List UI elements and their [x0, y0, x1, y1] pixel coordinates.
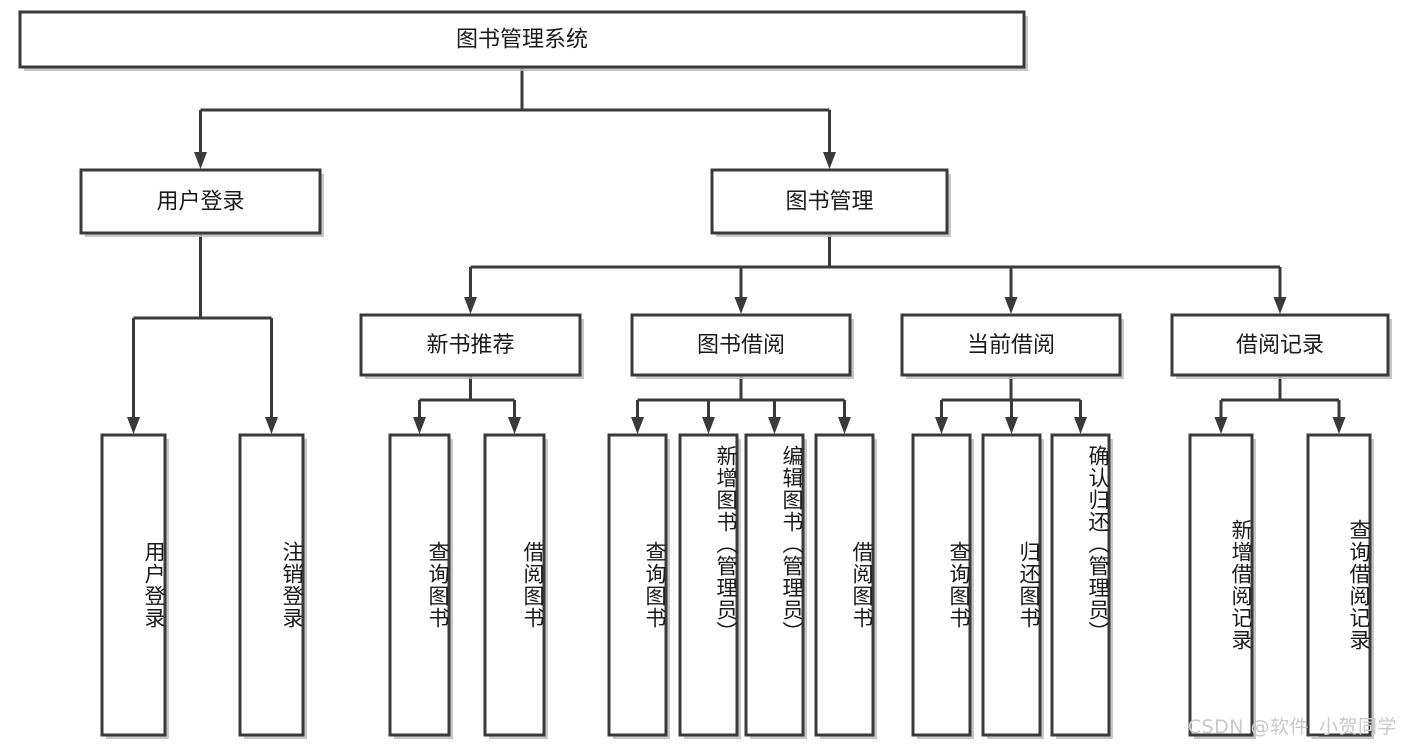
node-box-leaf-return-book[interactable]	[981, 433, 1042, 737]
arrow-head-icon	[413, 417, 426, 434]
node-label-book-manage: 图书管理	[785, 190, 873, 215]
box-layer	[18, 10, 1392, 739]
arrow-head-icon	[127, 417, 140, 434]
arrow-head-icon	[1074, 417, 1087, 434]
arrow-head-icon	[464, 297, 477, 314]
node-box-book-manage[interactable]	[710, 168, 949, 235]
arrow-head-icon	[702, 417, 715, 434]
arrow-head-icon	[768, 417, 781, 434]
arrow-head-icon	[823, 152, 836, 169]
node-box-leaf-query-book-3[interactable]	[911, 433, 972, 737]
arrow-head-icon	[631, 417, 644, 434]
node-box-leaf-borrow-book-1[interactable]	[483, 433, 546, 737]
node-box-leaf-add-book[interactable]	[678, 433, 739, 737]
arrow-head-icon	[508, 417, 521, 434]
arrow-head-icon	[838, 417, 851, 434]
arrow-head-icon	[1004, 297, 1018, 314]
arrow-head-icon	[734, 297, 748, 314]
node-label-root: 图书管理系统	[456, 28, 588, 53]
node-box-leaf-user-login[interactable]	[100, 433, 167, 737]
node-box-root[interactable]	[18, 10, 1026, 69]
arrow-head-icon	[1332, 417, 1346, 434]
node-box-borrow-record[interactable]	[1170, 313, 1390, 377]
node-label-new-book-rec: 新书推荐	[426, 333, 514, 358]
node-box-leaf-query-record[interactable]	[1306, 433, 1372, 737]
node-label-user-login: 用户登录	[156, 190, 244, 215]
node-box-leaf-logout[interactable]	[238, 433, 305, 737]
arrow-head-icon	[935, 417, 948, 434]
arrow-head-icon	[194, 152, 207, 169]
node-box-book-borrow[interactable]	[630, 313, 852, 377]
node-box-user-login[interactable]	[79, 168, 322, 235]
arrow-head-icon	[1214, 417, 1228, 434]
watermark-text: CSDN @软件_小贺同学	[1187, 716, 1397, 738]
node-box-leaf-query-book-1[interactable]	[388, 433, 451, 737]
node-label-current-borrow: 当前借阅	[967, 333, 1055, 358]
node-box-leaf-query-book-2[interactable]	[607, 433, 668, 737]
node-label-borrow-record: 借阅记录	[1236, 333, 1324, 358]
arrow-head-icon	[1273, 297, 1287, 314]
arrow-head-icon	[1005, 417, 1018, 434]
node-box-new-book-rec[interactable]	[359, 313, 582, 377]
arrow-head-icon	[265, 417, 278, 434]
node-box-leaf-edit-book[interactable]	[744, 433, 805, 737]
node-box-leaf-add-record[interactable]	[1188, 433, 1254, 737]
node-label-book-borrow: 图书借阅	[697, 333, 785, 358]
node-box-leaf-confirm-return[interactable]	[1050, 433, 1111, 737]
node-box-current-borrow[interactable]	[900, 313, 1122, 377]
node-box-leaf-borrow-book-2[interactable]	[814, 433, 875, 737]
connector-layer	[127, 67, 1346, 434]
